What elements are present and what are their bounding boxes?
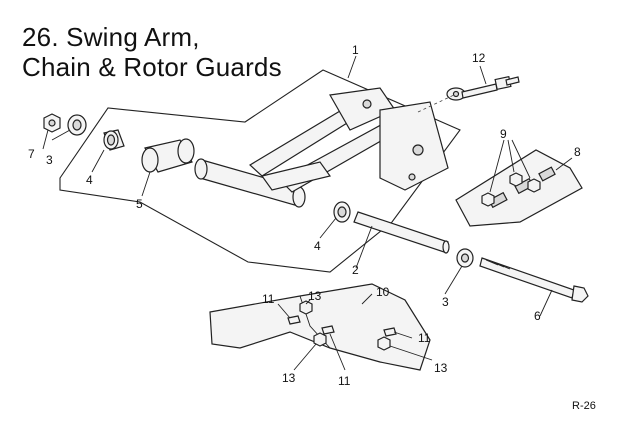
callout-12: 12 xyxy=(472,51,486,65)
callout-11-bottom: 11 xyxy=(338,374,351,388)
part-12-alignment-line xyxy=(417,93,457,113)
callout-8: 8 xyxy=(574,145,581,159)
callout-4-lower: 4 xyxy=(314,239,321,253)
page-code: R-26 xyxy=(572,400,596,412)
part-11-screws xyxy=(287,315,397,337)
callout-11-right: 11 xyxy=(418,331,431,345)
swing-arm-group-outline xyxy=(59,69,461,273)
callout-3-upper: 3 xyxy=(46,153,53,167)
title-line-2: Chain & Rotor Guards xyxy=(22,52,282,82)
part-6-pivot-bolt xyxy=(479,257,589,303)
diagram-title: 26. Swing Arm, Chain & Rotor Guards xyxy=(22,22,282,82)
callout-13-top: 13 xyxy=(308,289,322,303)
callout-4-upper: 4 xyxy=(86,173,93,187)
title-line-1: 26. Swing Arm, xyxy=(22,22,200,52)
leader-lines xyxy=(42,55,573,371)
part-8-chain-guard xyxy=(455,149,583,227)
callout-10: 10 xyxy=(376,285,390,299)
callout-7: 7 xyxy=(28,147,35,161)
part-3-washer-upper xyxy=(67,114,87,136)
part-4-bushing-upper xyxy=(103,129,125,151)
callout-6: 6 xyxy=(534,309,541,323)
part-3-washer-lower xyxy=(456,248,474,268)
callout-1: 1 xyxy=(352,43,359,57)
callout-5: 5 xyxy=(136,197,143,211)
callout-9: 9 xyxy=(500,127,507,141)
part-4-bushing-lower xyxy=(333,201,351,223)
part-12-chain-adjuster xyxy=(446,75,520,101)
callout-2: 2 xyxy=(352,263,359,277)
part-2-collar xyxy=(353,211,450,254)
callout-13-bottom: 13 xyxy=(282,371,296,385)
part-9-bolts xyxy=(481,172,541,207)
callout-11-left: 11 xyxy=(262,292,275,306)
part-5-sleeve xyxy=(141,138,195,173)
part-1-swing-arm xyxy=(194,87,449,208)
part-7-nut xyxy=(43,113,61,133)
callout-13-right: 13 xyxy=(434,361,448,375)
callout-3-lower: 3 xyxy=(442,295,449,309)
part-13-nuts xyxy=(299,300,391,351)
